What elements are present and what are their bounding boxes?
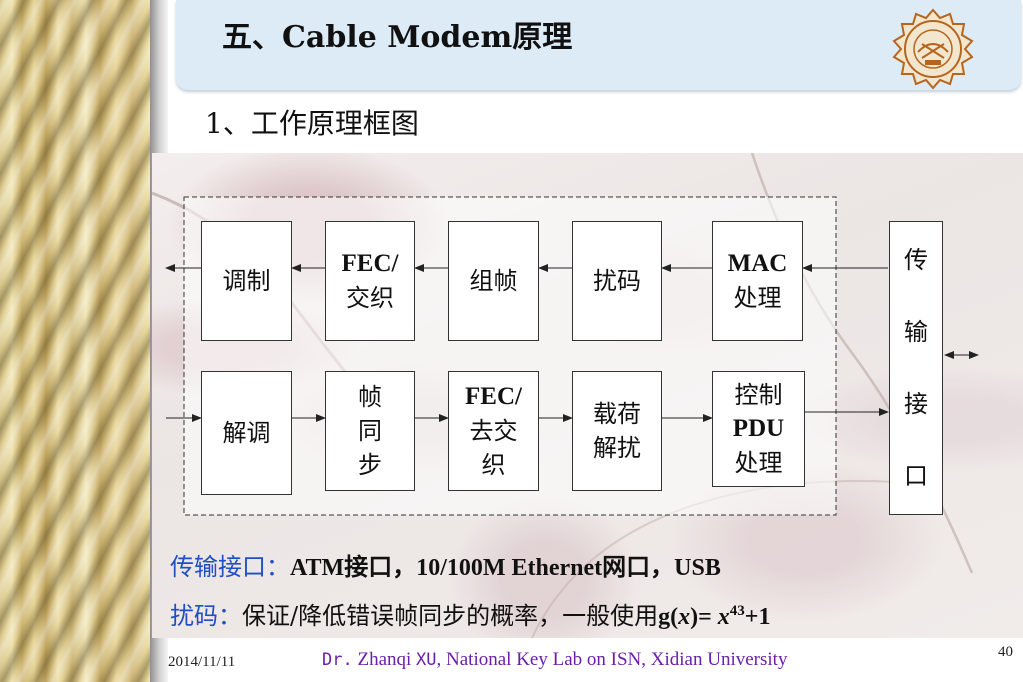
author-surname: XU [416,650,437,670]
block-scramble: 扰码 [572,221,662,341]
note-key: 传输接口： [170,553,290,581]
block-label: 处理 [734,449,783,477]
block-label: MAC [727,250,788,277]
note-text: ATM接口，10/100M Ethernet网口，USB [290,555,721,581]
block-demodulate: 解调 [201,371,292,495]
block-label: 解调 [222,419,271,447]
block-label: 输 [904,318,928,346]
block-label: 控制 [734,381,783,409]
block-label: 组帧 [469,267,518,295]
block-modulate: 调制 [201,221,292,341]
page-title: 五、Cable Modem原理 [222,20,573,55]
block-label: 帧 [358,383,382,411]
note-interface: 传输接口：ATM接口，10/100M Ethernet网口，USB [170,547,721,582]
block-control-pdu: 控制 PDU 处理 [712,371,805,487]
formula-part: +1 [744,604,771,630]
footer-author: Dr. Zhanqi XU, National Key Lab on ISN, … [322,649,787,671]
decorative-gold-stripe [0,0,150,682]
block-label: FEC/ [341,250,399,277]
block-label: PDU [732,415,785,442]
note-scramble: 扰码：保证/降低错误帧同步的概率，一般使用g(x)= x43+1 [170,596,770,631]
block-framing: 组帧 [448,221,539,341]
footer-date: 2014/11/11 [168,654,236,670]
page-number: 40 [998,644,1013,660]
author-prefix: Dr. [322,650,353,670]
formula-part: g( [658,604,679,630]
block-label: 调制 [222,267,271,295]
author-affiliation: , National Key Lab on ISN, Xidian Univer… [436,649,788,670]
block-payload-descramble: 载荷 解扰 [572,371,662,491]
block-frame-sync: 帧 同 步 [325,371,415,491]
author-name: Zhanqi [357,649,412,670]
block-label: 交织 [346,284,394,312]
block-label: 织 [481,451,506,479]
formula-part: x [678,604,691,630]
block-label: 扰码 [593,267,641,295]
block-label: 载荷 [593,400,641,428]
block-fec-deinterleave: FEC/ 去交 织 [448,371,539,491]
university-seal-icon [892,8,974,90]
title-bar [176,0,1021,90]
section-subtitle: 1、工作原理框图 [205,107,419,140]
block-label: FEC/ [465,383,522,410]
note-key: 扰码： [170,602,242,630]
block-label: 步 [358,451,382,479]
block-label: 口 [904,462,928,490]
block-label: 传 [904,246,928,274]
formula-exponent: 43 [729,603,745,619]
block-fec-interleave: FEC/ 交织 [325,221,415,341]
block-mac: MAC 处理 [712,221,803,341]
note-text: 保证/降低错误帧同步的概率，一般使用 [242,602,659,630]
block-label: 接 [904,390,928,418]
block-label: 解扰 [593,434,641,462]
formula-part: x [717,604,730,630]
block-label: 同 [358,417,382,445]
block-transmission-interface: 传 输 接 口 [889,221,943,515]
block-label: 处理 [733,284,782,312]
block-label: 去交 [469,417,518,445]
formula-part: )= [690,604,718,630]
